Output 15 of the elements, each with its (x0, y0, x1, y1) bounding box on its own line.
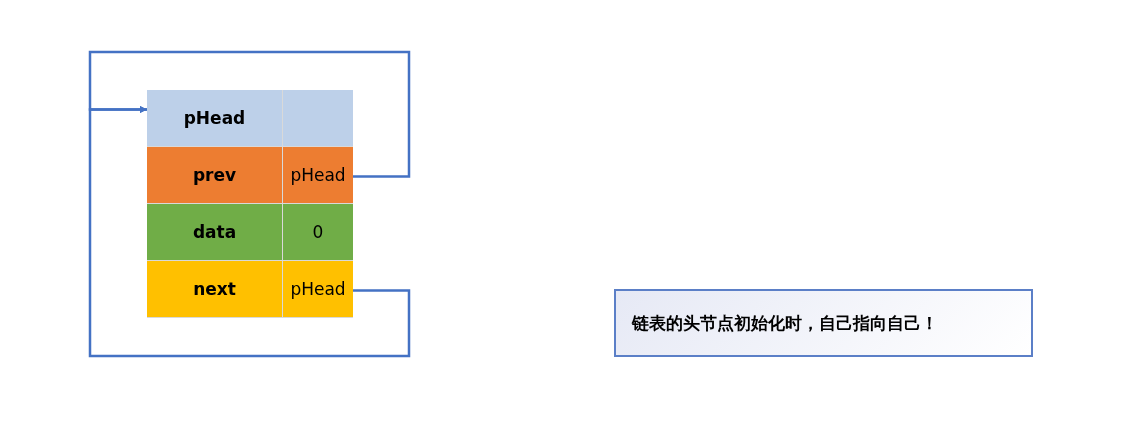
note-box (614, 289, 1033, 357)
field-value: pHead (290, 165, 346, 185)
table-row (147, 204, 353, 261)
table-row (147, 90, 353, 147)
field-value: pHead (290, 279, 346, 299)
field-value: 0 (312, 222, 324, 242)
table-row (147, 147, 353, 204)
field-name: pHead (183, 108, 246, 128)
table-row (147, 261, 353, 318)
field-name: prev (192, 165, 237, 185)
field-name: next (193, 279, 236, 299)
arrow (88, 50, 411, 178)
field-name: data (192, 222, 237, 242)
note-text: 链表的头节点初始化时，自己指向自己！ (632, 311, 938, 335)
arrow (88, 106, 411, 358)
